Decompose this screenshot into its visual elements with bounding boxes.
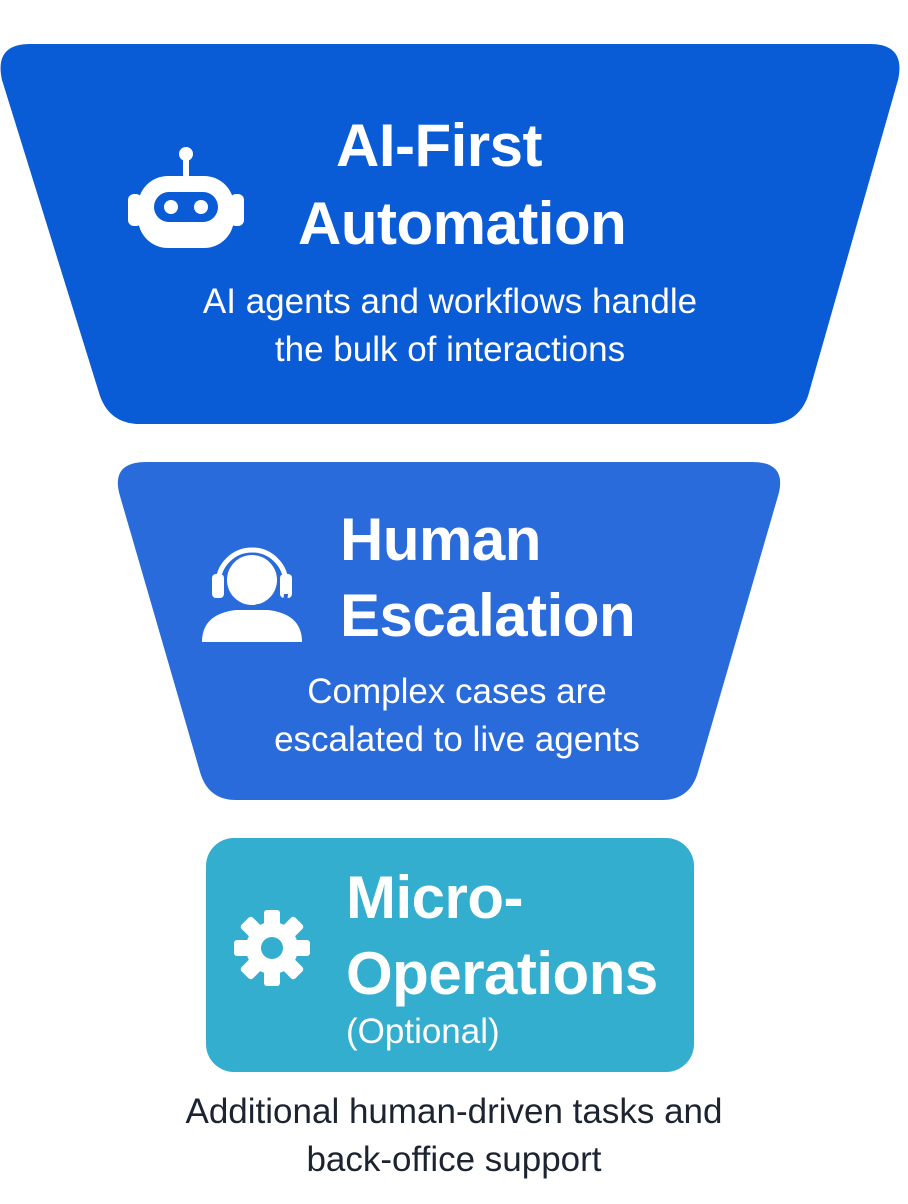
footer-description-line1: Additional human-driven tasks and — [185, 1092, 723, 1131]
tier-3-box-shape — [206, 838, 694, 1072]
tier-3-subtitle: (Optional) — [346, 1012, 500, 1051]
tier-2-description-line2: escalated to live agents — [274, 720, 640, 759]
tier-1-description-line2: the bulk of interactions — [274, 330, 626, 369]
tier-1-title-line2: Automation — [298, 190, 627, 257]
gear-icon — [234, 910, 310, 986]
tier-1-funnel-shape — [0, 44, 900, 424]
tier-1-description-line1: AI agents and workflows handle — [202, 282, 698, 321]
tier-2-description-line1: Complex cases are — [307, 672, 607, 711]
robot-icon — [128, 147, 244, 248]
headset-agent-icon — [202, 547, 302, 642]
tier-2-title-line2: Escalation — [340, 582, 636, 649]
tier-2-funnel-shape — [117, 462, 781, 800]
tier-3-title-line1: Micro- — [346, 864, 524, 931]
tier-1-title-line1: AI-First — [336, 112, 543, 179]
tier-3-title-line2: Operations — [346, 940, 658, 1007]
tier-human-escalation: Human Escalation Complex cases are escal… — [0, 462, 908, 802]
tier-2-title-line1: Human — [340, 506, 541, 573]
footer-description-line2: back-office support — [306, 1140, 602, 1179]
tier-micro-operations: Micro- Operations (Optional) — [206, 838, 694, 1072]
tier-ai-first-automation: AI-First Automation AI agents and workfl… — [0, 44, 908, 428]
